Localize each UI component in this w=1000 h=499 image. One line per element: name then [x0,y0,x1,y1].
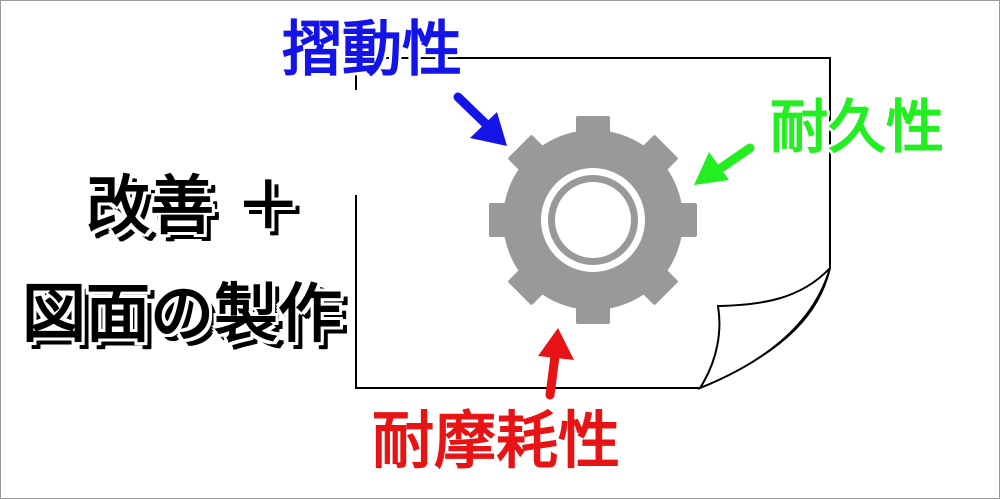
durability-label: 耐久性 [770,93,945,161]
title-line-2: 図面の製作 [22,283,342,347]
title-line-2-text: 図面の製作 [22,278,342,352]
gear-icon [489,116,697,324]
red-arrow-icon [538,328,574,400]
gear-hole-inner [555,182,631,258]
title-line-1: 改善 ＋ [86,175,300,239]
paper-curl [697,267,831,391]
wear-resistance-label: 耐摩耗性 [372,404,621,477]
sliding-label: 摺動性 [282,15,462,85]
title-line-1-text: 改善 ＋ [86,170,301,244]
blue-arrow-icon [453,92,507,146]
green-arrow-icon [694,143,755,185]
